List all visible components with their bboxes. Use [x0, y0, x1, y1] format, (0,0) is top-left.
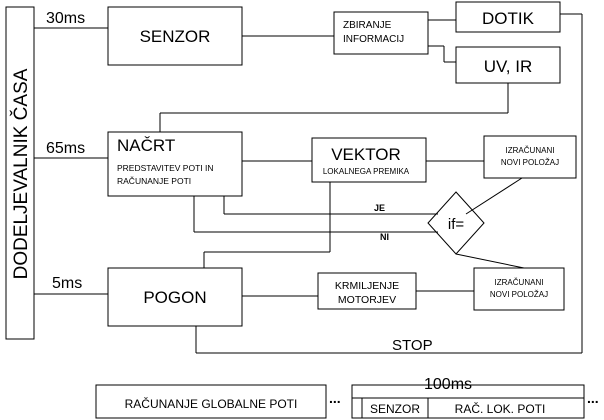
- timeline-dots-1: ...: [329, 390, 341, 406]
- time-allocator-box: [5, 6, 35, 340]
- zbiranje-label-1: ZBIRANJE: [343, 20, 392, 31]
- decision-label: if=: [448, 216, 465, 233]
- uv-ir-label: UV, IR: [484, 57, 533, 76]
- nacrt-sub-1: PREDSTAVITEV POTI IN: [117, 163, 214, 173]
- local-path-block: [351, 384, 585, 419]
- zbiranje-box: [333, 11, 429, 55]
- dotik-box: [455, 1, 561, 33]
- branch-ni: NI: [380, 232, 389, 242]
- izracunani1-box: [483, 135, 577, 179]
- timing-30ms: 30ms: [46, 10, 85, 27]
- timing-5ms: 5ms: [52, 275, 82, 292]
- krmiljenje-label-1: KRMILJENJE: [335, 280, 399, 292]
- nacrt-label: NAČRT: [117, 136, 175, 155]
- branch-je: JE: [374, 203, 385, 213]
- global-path-box: [95, 384, 327, 419]
- timeline-global: RAČUNANJE GLOBALNE POTI: [125, 396, 298, 411]
- timeline-rac-lok: RAČ. LOK. POTI: [455, 401, 546, 416]
- krmiljenje-label-2: MOTORJEV: [338, 294, 396, 306]
- izracunani1-label-2: NOVI POLOŽAJ: [501, 158, 559, 167]
- timing-65ms: 65ms: [46, 140, 85, 157]
- timeline-senzor: SENZOR: [370, 402, 420, 416]
- pogon-box: [107, 267, 243, 327]
- zbiranje-label-2: INFORMACIJ: [343, 34, 404, 45]
- timing-100ms: 100ms: [424, 376, 472, 393]
- pogon-label: POGON: [143, 288, 206, 307]
- senzor-label: SENZOR: [140, 27, 211, 46]
- time-allocator-label: DODELJEVALNIK ČASA: [10, 68, 32, 279]
- timeline-dots-2: ...: [587, 390, 599, 406]
- izracunani2-box: [473, 267, 565, 311]
- nacrt-box: [107, 131, 243, 197]
- vektor-box: [311, 137, 427, 183]
- izracunani2-label-2: NOVI POLOŽAJ: [490, 290, 548, 299]
- nacrt-sub-2: RAČUNANJE POTI: [117, 176, 191, 186]
- vektor-sub: LOKALNEGA PREMIKA: [323, 167, 410, 176]
- izracunani1-label-1: IZRAČUNANI: [506, 146, 555, 155]
- vektor-label: VEKTOR: [331, 145, 401, 164]
- izracunani2-label-1: IZRAČUNANI: [495, 278, 544, 287]
- dotik-label: DOTIK: [482, 9, 535, 28]
- stop-label: STOP: [392, 337, 433, 354]
